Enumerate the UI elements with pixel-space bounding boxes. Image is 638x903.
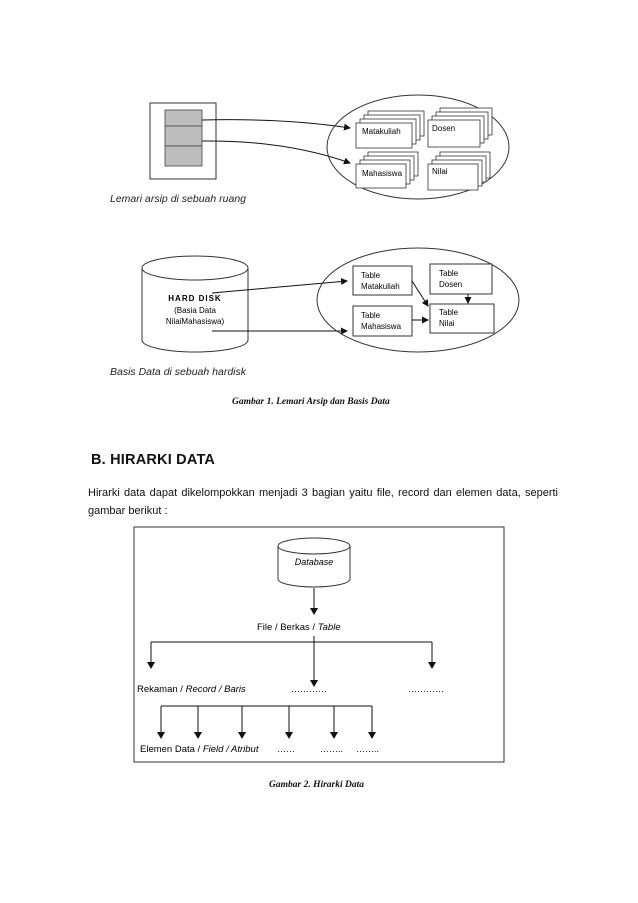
element-dots-3: …….. [356, 744, 379, 754]
hard-disk-title: HARD DISK [168, 294, 221, 303]
arrow-matakuliah-to-nilai [411, 280, 429, 307]
table-dosen-label-1: Table [439, 269, 459, 278]
figure-2-caption: Gambar 2. Hirarki Data [269, 780, 365, 790]
cabinet-caption: Lemari arsip di sebuah ruang [110, 193, 246, 205]
record-dots-2: ………… [408, 684, 444, 694]
folder-label-mahasiswa: Mahasiswa [362, 169, 403, 178]
folder-nilai: Nilai [427, 151, 491, 191]
element-dots-1: …… [277, 744, 295, 754]
table-dosen-label-2: Dosen [439, 280, 462, 289]
table-nilai [429, 303, 495, 334]
section-paragraph: Hirarki data dapat dikelompokkan menjadi… [88, 487, 558, 517]
archive-ellipse [326, 94, 510, 200]
table-mahasiswa-label-2: Mahasiswa [361, 322, 402, 331]
hard-disk-subtitle-1: (Basia Data [174, 306, 216, 315]
figure-archive-vs-database: Matakuliah Dosen Mahasiswa Nilai Lemari … [110, 94, 520, 378]
arrow-cabinet-to-mahasiswa [201, 140, 351, 165]
table-matakuliah-label-1: Table [361, 271, 381, 280]
table-mahasiswa-label-1: Table [361, 311, 381, 320]
table-dosen [429, 263, 493, 295]
arrow-disk-to-table-matakuliah [211, 278, 348, 294]
arrow-cabinet-to-matakuliah [201, 119, 351, 131]
database-label: Database [295, 557, 334, 567]
folder-label-dosen: Dosen [432, 124, 455, 133]
table-matakuliah [352, 265, 413, 296]
folder-dosen: Dosen [427, 107, 493, 148]
folder-label-matakuliah: Matakuliah [362, 127, 401, 136]
disk-caption: Basis Data di sebuah hardisk [110, 366, 247, 378]
record-dots-1: ………… [291, 684, 327, 694]
figure-1-caption: Gambar 1. Lemari Arsip dan Basis Data [232, 397, 390, 407]
hard-disk-subtitle-2: NilaiMahasiswa) [166, 317, 225, 326]
hard-disk-cylinder [141, 255, 249, 353]
record-level-label: Rekaman / Record / Baris [137, 684, 246, 695]
folder-matakuliah: Matakuliah [355, 110, 425, 149]
folder-mahasiswa: Mahasiswa [355, 151, 419, 189]
file-level-label: File / Berkas / Table [257, 622, 341, 633]
section-heading: B. HIRARKI DATA [91, 452, 216, 468]
table-nilai-label-1: Table [439, 308, 459, 317]
table-matakuliah-label-2: Matakuliah [361, 282, 400, 291]
database-cylinder [277, 537, 351, 588]
folder-label-nilai: Nilai [432, 167, 448, 176]
table-nilai-label-2: Nilai [439, 319, 455, 328]
figure-data-hierarchy: Database File / Berkas / Table Rekaman /… [133, 526, 505, 763]
table-mahasiswa [352, 305, 413, 337]
element-level-label: Elemen Data / Field / Atribut [140, 744, 259, 755]
element-dots-2: …….. [320, 744, 343, 754]
database-ellipse [316, 247, 520, 353]
